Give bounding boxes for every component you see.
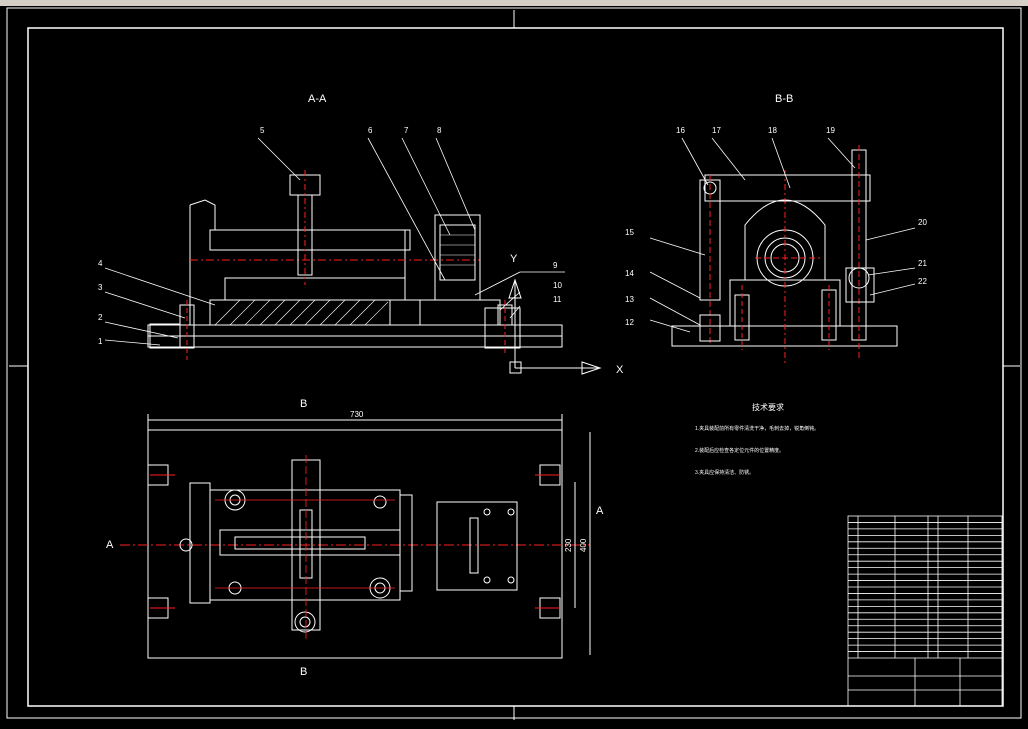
balloon-9: 9: [553, 261, 558, 270]
balloon-5: 5: [260, 126, 265, 135]
balloon-8: 8: [437, 126, 442, 135]
section-aa-label: A-A: [308, 93, 327, 105]
dim-width: 730: [350, 410, 364, 419]
axis-y-label: Y: [510, 253, 518, 265]
inner-border: [27, 27, 1004, 707]
balloon-17: 17: [712, 126, 721, 135]
bom-table: [847, 515, 1003, 707]
balloon-11: 11: [553, 295, 562, 304]
balloon-14: 14: [625, 269, 634, 278]
balloon-13: 13: [625, 295, 634, 304]
balloon-1: 1: [98, 337, 103, 346]
balloon-18: 18: [768, 126, 777, 135]
balloon-20: 20: [918, 218, 927, 227]
balloon-19: 19: [826, 126, 835, 135]
balloon-16: 16: [676, 126, 685, 135]
balloon-10: 10: [553, 281, 562, 290]
dim-height-outer: 400: [579, 538, 588, 552]
window-titlebar: [0, 0, 1028, 6]
view-a-right-label: A: [596, 505, 604, 517]
balloon-labels: 1 2 3 4 5 6 7 8 9 10 11 12 13 14 15 16 1…: [98, 126, 927, 346]
balloon-15: 15: [625, 228, 634, 237]
balloon-21: 21: [918, 259, 927, 268]
balloon-22: 22: [918, 277, 927, 286]
balloon-7: 7: [404, 126, 409, 135]
view-b-bottom-label: B: [300, 666, 307, 678]
view-a-left-label: A: [106, 539, 114, 551]
top-view: B B A A 730: [106, 398, 604, 678]
dim-height-inner: 230: [564, 538, 573, 552]
balloon-4: 4: [98, 259, 103, 268]
notes-line-2: 2.装配后应检查各定位元件的位置精度。: [695, 447, 784, 454]
view-b-top-label: B: [300, 398, 307, 410]
balloon-2: 2: [98, 313, 103, 322]
balloon-3: 3: [98, 283, 103, 292]
balloon-6: 6: [368, 126, 373, 135]
section-bb-view: B-B: [649, 93, 916, 365]
outer-border: [6, 7, 1022, 719]
axis-x-label: X: [616, 364, 624, 376]
section-aa-view: A-A: [104, 93, 624, 376]
notes-line-3: 3.夹具应保持清洁、防锈。: [695, 469, 754, 476]
technical-notes: 技术要求 1.夹具装配前所有零件清洗干净，毛刺去掉，锐角倒钝。 2.装配后应检查…: [695, 402, 819, 476]
notes-line-1: 1.夹具装配前所有零件清洗干净，毛刺去掉，锐角倒钝。: [695, 425, 819, 432]
section-bb-label: B-B: [775, 93, 793, 105]
notes-title: 技术要求: [752, 402, 784, 412]
balloon-12: 12: [625, 318, 634, 327]
